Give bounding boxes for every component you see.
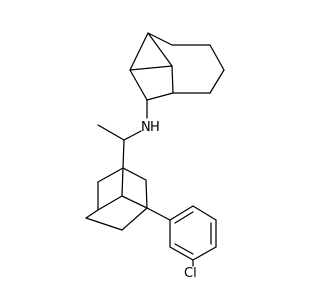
bond [121, 207, 148, 231]
bond [209, 44, 225, 71]
bond [129, 65, 173, 71]
bond [97, 195, 123, 211]
bond [97, 167, 124, 183]
chlorophenyl-ring [146, 205, 217, 267]
bond [171, 65, 174, 94]
bond [169, 205, 194, 221]
bond [147, 32, 173, 67]
adamantane-cage [85, 167, 148, 231]
bond [174, 211, 194, 224]
bond [147, 32, 173, 46]
bond [122, 167, 147, 181]
chemical-structure-diagram: N H Cl [85, 32, 225, 281]
norbornane-ring [129, 32, 225, 101]
bond [129, 32, 149, 71]
bond [146, 207, 171, 221]
bond [121, 195, 148, 209]
bond [169, 246, 194, 261]
bond [122, 139, 125, 169]
bond [192, 205, 217, 221]
bond [146, 92, 174, 101]
bond [121, 167, 124, 197]
bond [145, 179, 148, 209]
bond [192, 246, 217, 261]
bond [85, 209, 99, 219]
bond [123, 130, 142, 141]
hydrogen-atom-label: H [150, 120, 160, 135]
chlorine-atom-label: Cl [184, 266, 197, 281]
nitrogen-atom-label: N [141, 120, 151, 135]
bond [209, 69, 225, 94]
bond [174, 243, 194, 255]
amine-linkage [97, 99, 148, 169]
bond [85, 217, 123, 231]
bond [97, 124, 125, 141]
bond [129, 69, 148, 101]
